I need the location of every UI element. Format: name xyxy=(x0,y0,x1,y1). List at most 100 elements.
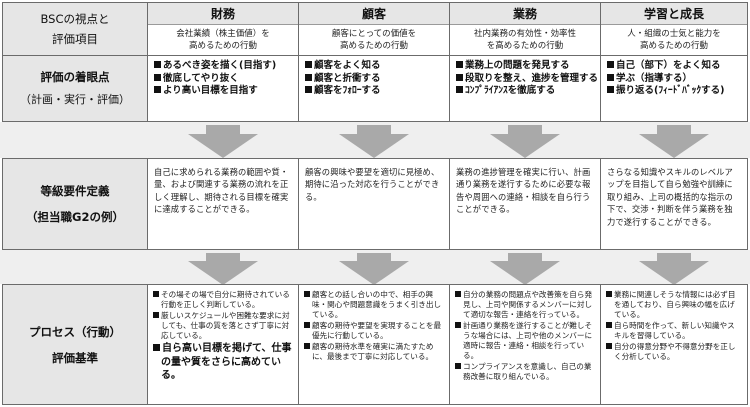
bullet-square-icon xyxy=(304,291,310,297)
customer-focus-cell: 顧客をよく知る顧客と折衝する顧客をﾌｫﾛｰする xyxy=(298,55,450,122)
bullet-square-icon xyxy=(456,61,463,68)
list-item: 自ら時間を作って、新しい知識やスキルを習得している。 xyxy=(606,321,742,341)
finance-header-cell: 財務会社業績（株主価値）を高めるための行動 xyxy=(147,2,299,56)
learning-process-item: 業務に関連しそうな情報には必ず目を通しており、自ら興味の幅を広げている。 xyxy=(614,290,736,319)
learning-header-cell: 学習と成長人・組織の士気と能力を高めるための行動 xyxy=(600,2,748,56)
bullet-square-icon xyxy=(153,291,159,297)
operations-process-item: 計画通り業務を遂行することが難しそうな場合には、上司や他のメンバーに適時に報告・… xyxy=(463,321,593,360)
customer-grade-text: 顧客の興味や要望を適切に見極め、期待に沿った対応を行うことができる。 xyxy=(305,167,440,202)
finance-description-line: 高めるための行動 xyxy=(188,41,257,51)
bullet-square-icon xyxy=(154,73,161,81)
list-item: 顧客の期待水準を確実に満たすために、最後まで丁寧に対応している。 xyxy=(304,342,444,362)
bullet-square-icon xyxy=(154,61,161,68)
customer-process-item: 顧客の期待水準を確実に満たすために、最後まで丁寧に対応している。 xyxy=(312,342,434,361)
down-arrow-icon xyxy=(357,125,391,135)
bullet-square-icon xyxy=(305,86,312,93)
learning-focus-item: 自己（部下）をよく知る xyxy=(616,60,721,71)
list-item: 顧客をﾌｫﾛｰする xyxy=(305,85,443,98)
list-item: 自己（部下）をよく知る xyxy=(607,60,741,73)
bullet-square-icon xyxy=(455,291,461,297)
bullet-square-icon xyxy=(305,73,312,81)
finance-process-item: 厳しいスケジュールや困難な要求に対しても、仕事の質を落とさず丁寧に対応している。 xyxy=(161,311,290,340)
finance-focus-cell: あるべき姿を描く(目指す)徹底してやり抜くより高い目標を目指す xyxy=(147,55,299,122)
operations-focus-item: ｺﾝﾌﾟﾗｲｱﾝｽを徹底する xyxy=(465,85,556,96)
finance-process-item: その場その場で自分に期待されている行動を正しく判断している。 xyxy=(161,290,290,309)
bullet-square-icon xyxy=(607,86,614,93)
down-arrow-icon xyxy=(188,134,258,158)
finance-process-cell: その場その場で自分に期待されている行動を正しく判断している。厳しいスケジュールや… xyxy=(147,284,299,405)
list-item: 顧客をよく知る xyxy=(305,60,443,73)
header-row-label: BSCの視点と 評価項目 xyxy=(2,2,148,56)
learning-description-line: 高めるための行動 xyxy=(639,41,708,51)
list-item: ｺﾝﾌﾟﾗｲｱﾝｽを徹底する xyxy=(456,85,594,98)
down-arrow-icon xyxy=(490,261,560,285)
bullet-square-icon xyxy=(455,322,461,328)
finance-grade-cell: 自己に求められる業務の範囲や質・量、および関連する業務の流れを正しく理解し、期待… xyxy=(147,158,299,250)
list-item: 業務上の問題を発見する xyxy=(456,60,594,73)
learning-grade-text: さらなる知識やスキルのレベルアップを目指して自ら勉強や訓練に取り組み、上司の概括… xyxy=(607,167,733,227)
finance-focus-list: あるべき姿を描く(目指す)徹底してやり抜くより高い目標を目指す xyxy=(148,56,298,102)
list-item: より高い目標を目指す xyxy=(154,85,292,98)
grade-row-label: 等級要件定義 （担当職G2の例） xyxy=(2,158,148,250)
bullet-square-icon xyxy=(456,86,463,93)
process-label-line2: 評価基準 xyxy=(52,350,98,365)
list-item: 業務に関連しそうな情報には必ず目を通しており、自ら興味の幅を広げている。 xyxy=(606,290,742,320)
bullet-square-icon xyxy=(304,322,310,328)
bullet-square-icon xyxy=(153,312,159,318)
bullet-square-icon xyxy=(154,86,161,93)
down-arrow-icon xyxy=(490,134,560,158)
list-item: 振り返る(ﾌｨｰﾄﾞﾊﾞｯｸする) xyxy=(607,85,741,98)
list-item: コンプライアンスを意識し、自己の業務改善に取り組んでいる。 xyxy=(455,362,595,382)
bullet-square-icon xyxy=(305,61,312,68)
focus-row-label: 評価の着眼点 （計画・実行・評価） xyxy=(2,55,148,122)
down-arrow-icon xyxy=(657,125,691,135)
learning-focus-item: 学ぶ（指導する） xyxy=(616,72,693,84)
bullet-square-icon xyxy=(607,61,614,68)
learning-grade-cell: さらなる知識やスキルのレベルアップを目指して自ら勉強や訓練に取り組み、上司の概括… xyxy=(600,158,748,250)
finance-title: 財務 xyxy=(148,3,298,25)
operations-header-cell: 業務社内業務の有効性・効率性を高めるための行動 xyxy=(449,2,601,56)
down-arrow-icon xyxy=(508,125,542,135)
learning-process-item: 自分の得意分野や不得意分野を正しく分析している。 xyxy=(614,342,736,361)
finance-grade-text: 自己に求められる業務の範囲や質・量、および関連する業務の流れを正しく理解し、期待… xyxy=(154,167,289,215)
learning-description: 人・組織の士気と能力を高めるための行動 xyxy=(601,25,747,55)
bullet-square-icon xyxy=(606,291,612,297)
operations-description: 社内業務の有効性・効率性を高めるための行動 xyxy=(450,25,600,55)
learning-process-list: 業務に関連しそうな情報には必ず目を通しており、自ら興味の幅を広げている。自ら時間… xyxy=(601,285,747,368)
operations-process-cell: 自分の業務の問題点や改善策を自ら発見し、上司や関係するメンバーに対して適切な報告… xyxy=(449,284,601,405)
finance-focus-item: あるべき姿を描く(目指す) xyxy=(163,60,277,71)
list-item: あるべき姿を描く(目指す) xyxy=(154,60,292,73)
bullet-square-icon xyxy=(304,343,310,349)
learning-description-line: 人・組織の士気と能力を xyxy=(627,29,721,39)
finance-description-line: 会社業績（株主価値）を xyxy=(176,29,270,39)
down-arrow-icon xyxy=(639,134,709,158)
customer-focus-list: 顧客をよく知る顧客と折衝する顧客をﾌｫﾛｰする xyxy=(299,56,449,102)
finance-focus-item: 徹底してやり抜く xyxy=(163,72,239,84)
list-item: 徹底してやり抜く xyxy=(154,73,292,86)
customer-focus-item: 顧客と折衝する xyxy=(314,72,381,84)
learning-process-cell: 業務に関連しそうな情報には必ず目を通しており、自ら興味の幅を広げている。自ら時間… xyxy=(600,284,748,405)
operations-process-item: 自分の業務の問題点や改善策を自ら発見し、上司や関係するメンバーに対して適切な報告… xyxy=(463,290,593,319)
finance-process-item: 自ら高い目標を掲げて、仕事の量や質をさらに高めている。 xyxy=(161,343,292,381)
customer-description: 顧客にとっての価値を高めるための行動 xyxy=(299,25,449,55)
operations-focus-item: 段取りを整え、進捗を管理する xyxy=(465,72,599,84)
process-label-line1: プロセス（行動） xyxy=(29,324,121,339)
customer-title: 顧客 xyxy=(299,3,449,25)
focus-label-line1: 評価の着眼点 xyxy=(40,69,110,84)
finance-focus-item: より高い目標を目指す xyxy=(163,85,258,96)
down-arrow-icon xyxy=(206,125,240,135)
operations-grade-text: 業務の進捗管理を確実に行い、計画通り業務を遂行するために必要な報告や周囲への連絡… xyxy=(456,167,591,215)
operations-focus-list: 業務上の問題を発見する段取りを整え、進捗を管理するｺﾝﾌﾟﾗｲｱﾝｽを徹底する xyxy=(450,56,600,102)
header-label-line1: BSCの視点と xyxy=(40,12,110,26)
down-arrow-icon xyxy=(639,261,709,285)
list-item: 自分の業務の問題点や改善策を自ら発見し、上司や関係するメンバーに対して適切な報告… xyxy=(455,290,595,320)
list-item: 顧客との話し合いの中で、相手の興味・関心や問題意識をうまく引き出している。 xyxy=(304,290,444,320)
down-arrow-icon xyxy=(657,253,691,262)
operations-grade-cell: 業務の進捗管理を確実に行い、計画通り業務を遂行するために必要な報告や周囲への連絡… xyxy=(449,158,601,250)
list-item: その場その場で自分に期待されている行動を正しく判断している。 xyxy=(153,290,293,310)
customer-process-item: 顧客との話し合いの中で、相手の興味・関心や問題意識をうまく引き出している。 xyxy=(312,290,442,319)
bullet-square-icon xyxy=(607,73,614,81)
process-row-label: プロセス（行動） 評価基準 xyxy=(2,284,148,405)
finance-description: 会社業績（株主価値）を高めるための行動 xyxy=(148,25,298,55)
down-arrow-icon xyxy=(339,261,409,285)
